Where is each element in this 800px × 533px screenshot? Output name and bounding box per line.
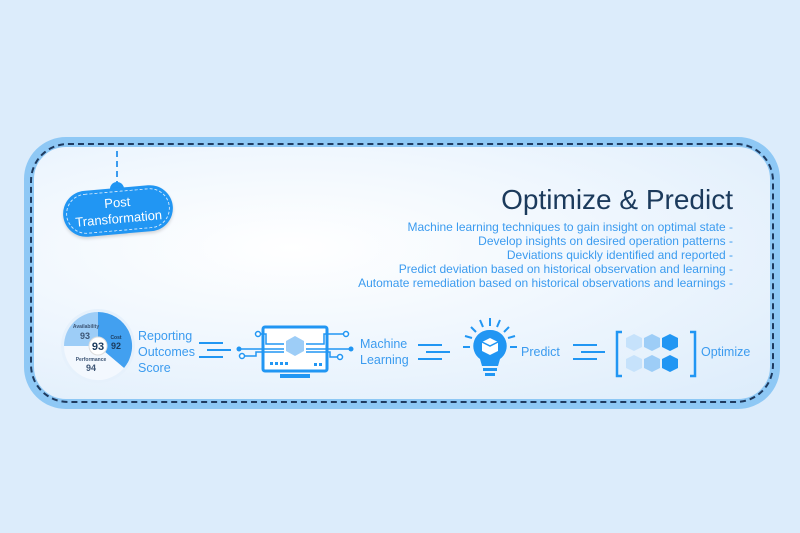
svg-text:Availability: Availability	[73, 324, 99, 330]
bullet: Deviations quickly identified and report…	[506, 248, 733, 262]
svg-text:92: 92	[111, 341, 121, 351]
bullet-list: Machine learning techniques to gain insi…	[358, 220, 733, 290]
arrow-lines-icon	[199, 342, 231, 358]
svg-text:Performance: Performance	[76, 357, 107, 363]
arrow-lines-icon	[573, 344, 605, 360]
page-title: Optimize & Predict	[501, 184, 733, 215]
label-line: Score	[138, 361, 171, 375]
label-line: Outcomes	[138, 345, 195, 359]
dashed-border	[30, 143, 774, 403]
bullet: Machine learning techniques to gain insi…	[407, 220, 733, 234]
score-center: 93	[92, 341, 104, 353]
frame	[24, 137, 780, 409]
svg-text:94: 94	[86, 363, 96, 373]
score-donut: 93 Availability 93 Cost 92 Performance 9…	[61, 309, 135, 383]
ml-label: Machine Learning	[360, 336, 409, 368]
predict-label: Predict	[521, 345, 560, 359]
label-line: Reporting	[138, 329, 193, 343]
label-line: Learning	[360, 353, 409, 367]
svg-text:Cost: Cost	[110, 335, 121, 341]
label-line: Machine	[360, 337, 408, 351]
lightbulb-icon	[463, 318, 517, 376]
svg-text:93: 93	[80, 331, 90, 341]
reporting-label: Reporting Outcomes Score	[138, 328, 195, 376]
badge-line2: Transformation	[74, 207, 163, 230]
badge-line1: Post	[103, 193, 131, 212]
badge-string	[116, 151, 118, 187]
bullet: Develop insights on desired operation pa…	[478, 234, 733, 248]
bullet: Predict deviation based on historical ob…	[398, 262, 733, 276]
optimize-label: Optimize	[701, 345, 751, 359]
monitor-circuit-icon	[236, 325, 354, 378]
arrow-lines-icon	[418, 344, 450, 360]
bullet: Automate remediation based on historical…	[358, 276, 733, 290]
cubes-bracket-icon	[615, 330, 697, 378]
